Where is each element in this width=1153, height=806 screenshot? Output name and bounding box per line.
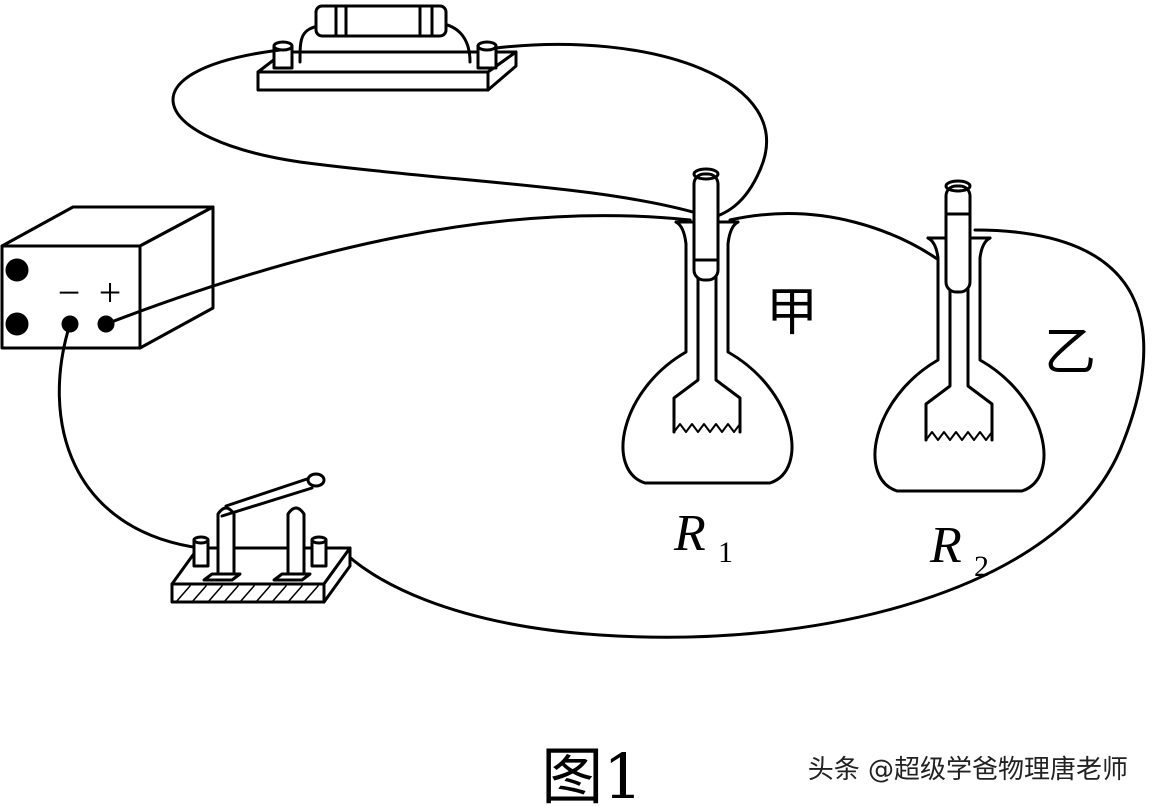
supply-knob-bottom [5, 312, 29, 336]
fuse-holder [256, 4, 518, 92]
fuse-tube [314, 4, 448, 38]
supply-knob-top [5, 258, 29, 282]
minus-label: − [58, 270, 81, 315]
thermometer-tube-2 [944, 184, 972, 294]
thermometer-tube-1 [692, 172, 720, 282]
r2-label: R [929, 517, 962, 574]
watermark: 头条 @超级学爸物理唐老师 [808, 755, 1128, 785]
r1-subscript: 1 [718, 536, 733, 569]
beaker-label-yi: 乙 [1044, 323, 1096, 383]
beaker-label-jia: 甲 [766, 283, 818, 343]
r1-label: R [673, 505, 706, 562]
r2-subscript: 2 [974, 550, 989, 583]
beaker-yi: 乙 R 2 [873, 179, 1096, 583]
beaker-jia: 甲 R 1 [621, 167, 818, 569]
knife-switch [170, 472, 352, 604]
plus-label: + [99, 270, 122, 315]
figure-caption: 图1 [541, 740, 642, 806]
power-supply: − + [0, 205, 215, 350]
wires [57, 42, 1146, 639]
